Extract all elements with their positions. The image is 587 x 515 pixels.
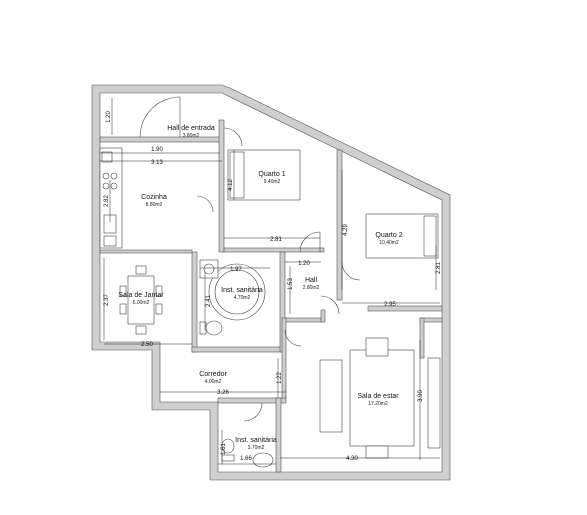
- dim-label-4-30: 4.30: [346, 456, 358, 462]
- room-area-cozinha: 8.80m2: [146, 202, 163, 208]
- dim-label-3-13: 3.13: [151, 160, 163, 166]
- dim-label-2-50: 2.50: [141, 342, 153, 348]
- dim-label-1-61: 1.61: [221, 443, 227, 455]
- room-name-hall: Hall: [305, 277, 318, 284]
- dim-label-4-29: 4.29: [343, 224, 349, 236]
- room-area-corredor: 4.00m2: [205, 379, 222, 385]
- dim-label-1-53: 1.53: [288, 278, 294, 290]
- room-name-quarto-1: Quarto 1: [258, 171, 285, 178]
- beds: [227, 149, 439, 259]
- kitchen-counter: [99, 147, 123, 249]
- room-name-quarto-2: Quarto 2: [375, 232, 402, 239]
- living-furniture: [319, 337, 441, 459]
- dim-label-2-37: 2.37: [104, 294, 110, 306]
- room-name-corredor: Corredor: [199, 371, 227, 378]
- room-area-inst-sanitaria-2: 3.70m2: [248, 445, 265, 451]
- dim-label-3-26: 3.26: [217, 390, 229, 396]
- room-name-sala-de-estar: Sala de estar: [357, 393, 399, 400]
- room-area-quarto-1: 9.40m2: [264, 179, 281, 185]
- room-area-hall: 2.80m2: [303, 285, 320, 291]
- dim-label-1-66: 1.66: [240, 456, 252, 462]
- room-name-inst-sanitaria-2: Inst. sanitária: [235, 437, 277, 444]
- room-area-quarto-2: 10.40m2: [379, 240, 399, 246]
- dim-label-2-95: 2.95: [384, 302, 396, 308]
- dim-label-1-22: 1.22: [277, 372, 283, 384]
- dim-label-2-41: 2.41: [206, 295, 212, 307]
- room-area-sala-de-estar: 17.20m2: [368, 401, 388, 407]
- interior-walls: [99, 119, 443, 473]
- room-name-sala-de-jantar: Sala de Jantar: [118, 292, 164, 299]
- dim-label-1-90: 1.90: [151, 147, 163, 153]
- dim-label-2-82: 2.82: [104, 195, 110, 207]
- outer-wall: [91, 84, 451, 481]
- dim-label-1-20-hall: 1.20: [298, 261, 310, 267]
- bathroom-fixtures: [199, 259, 274, 468]
- dimension-lines: [100, 98, 440, 465]
- room-name-hall-de-entrada: Hall de entrada: [167, 125, 215, 132]
- room-area-hall-de-entrada: 3.80m2: [183, 133, 200, 139]
- room-name-cozinha: Cozinha: [141, 194, 167, 201]
- dim-label-1-20-top: 1.20: [106, 111, 112, 123]
- dim-label-2-81-q2: 2.81: [436, 262, 442, 274]
- dim-label-2-81: 2.81: [270, 237, 282, 243]
- room-area-inst-sanitaria-1: 4.70m2: [234, 295, 251, 301]
- room-name-inst-sanitaria-1: Inst. sanitária: [221, 287, 263, 294]
- dim-label-1-97: 1.97: [230, 267, 242, 273]
- dim-label-3-90: 3.90: [418, 390, 424, 402]
- dining-table: [119, 265, 163, 335]
- room-area-sala-de-jantar: 6.00m2: [133, 300, 150, 306]
- dim-label-4-12: 4.12: [228, 179, 234, 191]
